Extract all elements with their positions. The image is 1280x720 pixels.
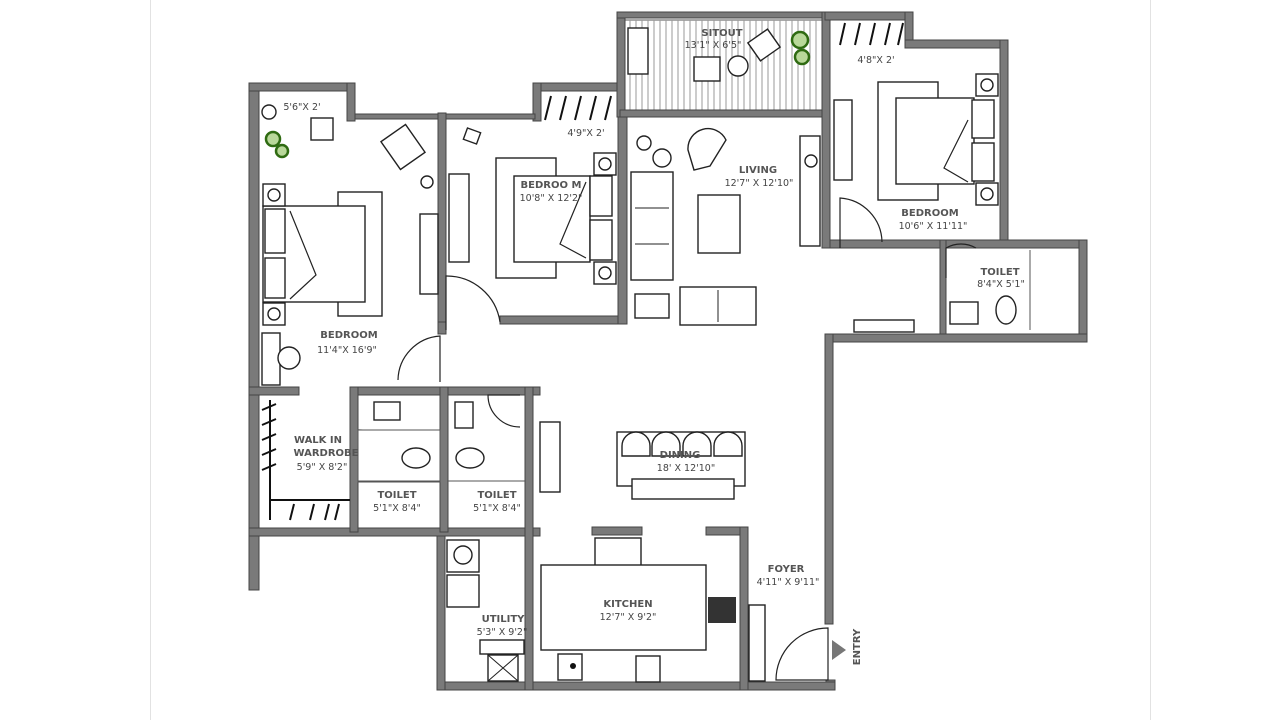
entry-label: ENTRY: [852, 628, 863, 665]
toilet-right-size: 8'4"X 5'1": [977, 279, 1025, 290]
walk-in-label-1: WALK IN: [294, 435, 342, 446]
dining-label: DINING: [660, 450, 701, 461]
bedroom-right-size: 10'6" X 11'11": [899, 221, 968, 232]
bedroom-left-size: 11'4"X 16'9": [317, 345, 377, 356]
sitout-deck: [624, 19, 823, 111]
foyer-label: FOYER: [768, 564, 805, 575]
kitchen-label: KITCHEN: [603, 599, 652, 610]
bedroom-left-furniture: [261, 104, 439, 521]
foyer-size: 4'11" X 9'11": [757, 577, 820, 588]
plant-icon: [264, 130, 290, 159]
page-edge-right: [1150, 0, 1151, 720]
lower-furniture: [357, 401, 846, 683]
bedroom-middle-furniture: [448, 95, 617, 285]
walk-in-size: 5'9" X 8'2": [297, 462, 348, 473]
plant-icon: [790, 30, 811, 66]
room-labels: 5'6"X 2' BEDROOM 11'4"X 16'9" 4'9"X 2' B…: [283, 28, 1024, 665]
walls: [248, 11, 1088, 691]
utility-size: 5'3" X 9'2": [477, 627, 528, 638]
bedroom-right-furniture: [833, 22, 1031, 333]
entry-arrow-icon: [832, 640, 846, 660]
living-size: 12'7" X 12'10": [725, 178, 794, 189]
page-edge-left: [150, 0, 151, 720]
living-furniture: [627, 27, 821, 326]
dining-size: 18' X 12'10": [657, 463, 715, 474]
bedroom-left-niche-size: 5'6"X 2': [283, 102, 320, 113]
sitout-size: 13'1" X 6'5": [685, 40, 742, 51]
toilet-a-label: TOILET: [377, 490, 416, 501]
toilet-b-size: 5'1"X 8'4": [473, 503, 521, 514]
toilet-a-size: 5'1"X 8'4": [373, 503, 421, 514]
bedroom-middle-size: 10'8" X 12'2": [520, 193, 583, 204]
sitout-label: SITOUT: [701, 28, 742, 39]
bedroom-right-wardrobe-size: 4'8"X 2': [857, 55, 894, 66]
bedroom-left-label: BEDROOM: [320, 330, 377, 341]
bedroom-middle-wardrobe-size: 4'9"X 2': [567, 128, 604, 139]
kitchen-size: 12'7" X 9'2": [600, 612, 657, 623]
living-label: LIVING: [739, 165, 777, 176]
bedroom-middle-label: BEDROO M: [521, 180, 582, 191]
toilet-right-label: TOILET: [980, 267, 1019, 278]
toilet-b-label: TOILET: [477, 490, 516, 501]
bedroom-right-label: BEDROOM: [901, 208, 958, 219]
walk-in-label-2: WARDROBE: [294, 448, 359, 459]
utility-label: UTILITY: [482, 614, 526, 625]
